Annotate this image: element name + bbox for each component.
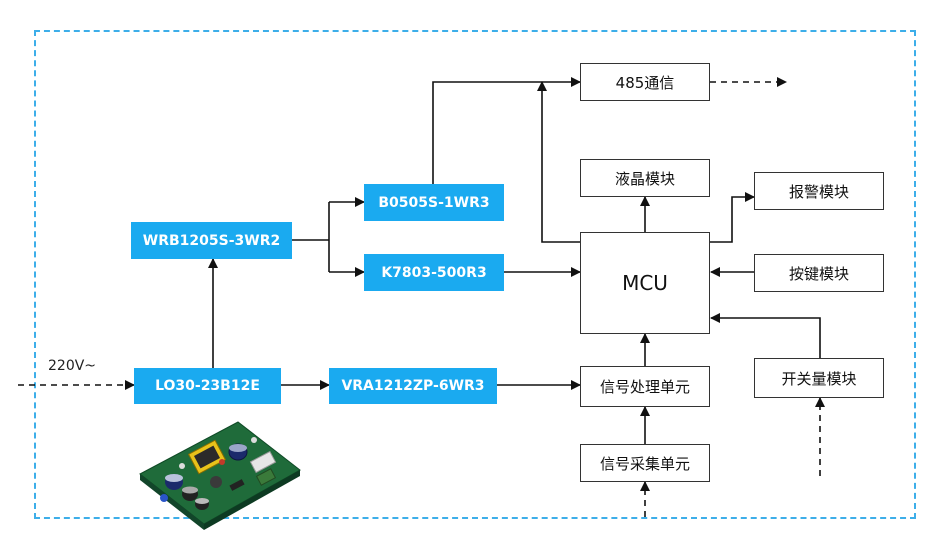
power-module-pcb-image bbox=[139, 421, 301, 530]
block-key-module: 按键模块 bbox=[754, 254, 884, 292]
block-lo30-23b12e: LO30-23B12E bbox=[134, 368, 281, 404]
block-lcd-module: 液晶模块 bbox=[580, 159, 710, 197]
switch-to-mcu-arrow bbox=[710, 313, 821, 358]
block-signal-acquisition: 信号采集单元 bbox=[580, 444, 710, 482]
block-vra1212zp-6wr3: VRA1212ZP-6WR3 bbox=[329, 368, 497, 404]
b0505-to-485-arrow bbox=[432, 77, 581, 184]
block-k7803-500r3: K7803-500R3 bbox=[364, 254, 504, 291]
system-boundary-frame bbox=[34, 30, 916, 519]
mcu-to-485-arrow bbox=[537, 81, 582, 243]
block-signal-processing: 信号处理单元 bbox=[580, 366, 710, 407]
block-switch-module: 开关量模块 bbox=[754, 358, 884, 398]
mcu-to-alarm-arrow bbox=[710, 192, 755, 243]
block-wrb1205s-3wr2: WRB1205S-3WR2 bbox=[131, 222, 292, 259]
block-b0505s-1wr3: B0505S-1WR3 bbox=[364, 184, 504, 221]
block-alarm-module: 报警模块 bbox=[754, 172, 884, 210]
input-voltage-label: 220V~ bbox=[48, 358, 97, 374]
block-mcu: MCU bbox=[580, 232, 710, 334]
block-485-comm: 485通信 bbox=[580, 63, 710, 101]
